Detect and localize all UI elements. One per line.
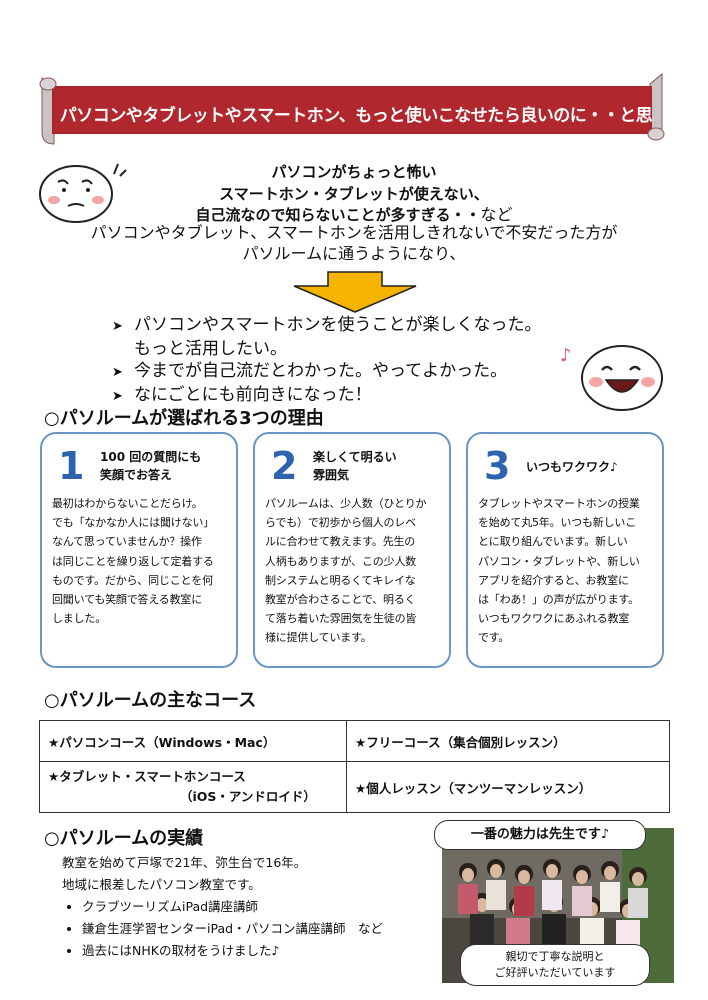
photo-caption: 親切で丁寧な説明とご好評いただいています [460,944,650,986]
reason-title: 100 回の質問にも笑顔でお答え [100,450,202,482]
reason-body: パソルームは、少人数（ひとりからでも）で初歩から個人のレベルに合わせて教えます。… [265,497,427,645]
down-arrow-icon [293,271,417,313]
list-item: クラブツーリズムiPad講座講師 [82,896,383,918]
benefit-item: もっと活用したい。 [134,339,287,359]
courses-table: ★パソコンコース（Windows・Mac） ★フリーコース（集合個別レッスン） … [39,720,670,813]
benefit-item: ➤今までが自己流だとわかった。やってよかった。 [112,360,542,384]
reason-number: 2 [271,444,298,488]
course-cell: ★パソコンコース（Windows・Mac） [39,720,347,762]
table-row: ★パソコンコース（Windows・Mac） ★フリーコース（集合個別レッスン） [39,720,670,762]
intro-line-5: パソルームに通うようになり、 [242,244,466,263]
benefit-item: ➤パソコンやスマートホンを使うことが楽しくなった。 [112,314,542,338]
intro-line-2: スマートホン・タブレットが使えない、 [219,185,489,203]
music-note-icon: ♪ [560,345,572,366]
intro-line-4: パソコンやタブレット、スマートホンを活用しきれないで不安だった方が [90,223,618,242]
chevron-right-icon: ➤ [112,389,123,404]
courses-heading: ○パソルームの主なコース [44,690,257,711]
photo-badge: 一番の魅力は先生です♪ [434,820,646,850]
course-cell: ★フリーコース（集合個別レッスン） [346,720,670,762]
banner-scroll [39,72,665,145]
reason-title: 楽しくて明るい雰囲気 [313,450,397,482]
reason-card-1: 1 100 回の質問にも笑顔でお答え 最初はわからないことだらけ。でも「なかなか… [40,432,238,668]
intro-line-1: パソコンがちょっと怖い [271,163,437,181]
course-cell: ★タブレット・スマートホンコース（iOS・アンドロイド） [39,761,347,813]
chevron-right-icon: ➤ [112,365,123,380]
table-row: ★タブレット・スマートホンコース（iOS・アンドロイド） ★個人レッスン（マンツ… [39,761,670,813]
results-heading: ○パソルームの実績 [44,828,204,849]
reasons-heading: ○パソルームが選ばれる3つの理由 [44,408,324,429]
reason-title: いつもワクワク♪ [526,460,618,474]
reason-body: タブレットやスマートホンの授業を始めて丸5年。いつも新しいことに取り組んでいます… [478,497,640,645]
list-item: 過去にはNHKの取材をうけました♪ [82,940,383,962]
list-item: 鎌倉生涯学習センターiPad・パソコン講座講師 など [82,918,383,940]
reason-number: 1 [58,444,85,488]
reason-card-3: 3 いつもワクワク♪ タブレットやスマートホンの授業を始めて丸5年。いつも新しい… [466,432,664,668]
worried-face-icon [39,163,127,223]
course-cell: ★個人レッスン（マンツーマンレッスン） [346,761,670,813]
results-text: 教室を始めて戸塚で21年、弥生台で16年。 地域に根差したパソコン教室です。 ク… [62,852,383,962]
chevron-right-icon: ➤ [112,319,123,334]
reason-number: 3 [484,444,511,488]
reason-card-2: 2 楽しくて明るい雰囲気 パソルームは、少人数（ひとりからでも）で初歩から個人の… [253,432,451,668]
intro-line-3: 自己流なので知らないことが多すぎる・・など [195,205,513,224]
reason-body: 最初はわからないことだらけ。でも「なかなか人には聞けない」なんて思っていませんか… [52,497,214,626]
results-list: クラブツーリズムiPad講座講師 鎌倉生涯学習センターiPad・パソコン講座講師… [62,896,383,962]
happy-face-icon [581,345,663,411]
benefit-item: ➤なにごとにも前向きになった！ [112,384,542,408]
banner-title: パソコンやタブレットやスマートホン、もっと使いこなせたら良いのに・・と思われる方… [59,106,653,166]
benefit-list: ➤パソコンやスマートホンを使うことが楽しくなった。 もっと活用したい。 ➤今まで… [112,314,542,408]
